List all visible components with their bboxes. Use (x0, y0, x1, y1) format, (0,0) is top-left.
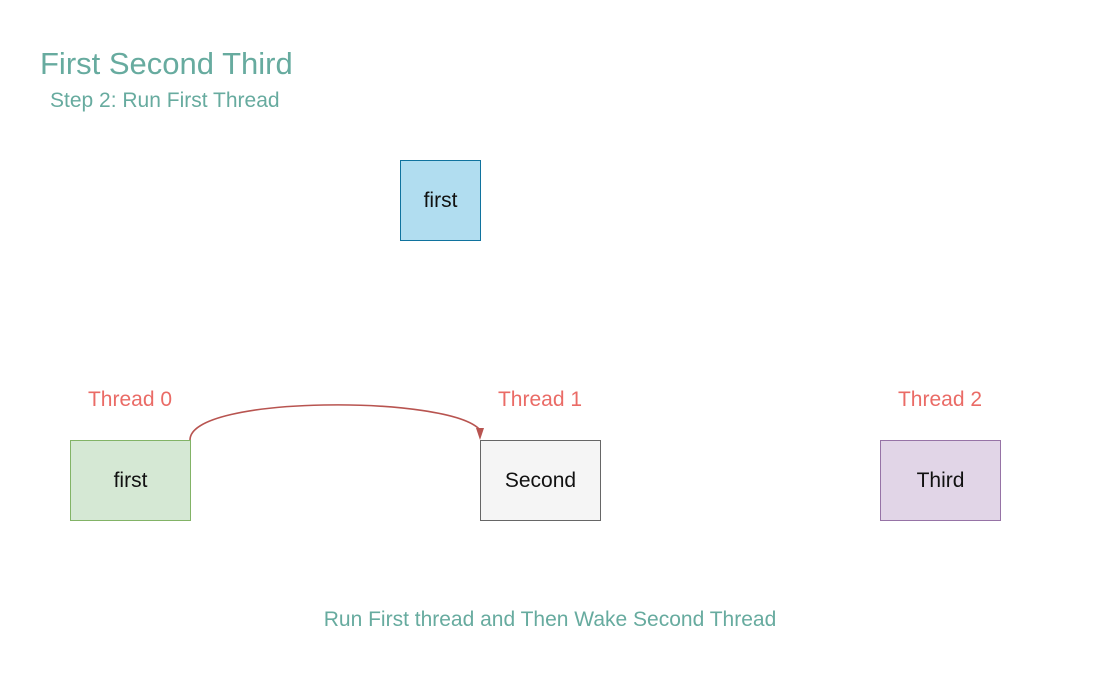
thread-1-label: Thread 1 (497, 388, 583, 411)
thread-0-label: Thread 0 (87, 388, 173, 411)
thread-0-box-text: first (113, 468, 148, 492)
diagram-title: First Second Third (40, 46, 293, 81)
diagram-step: Step 2: Run First Thread (50, 89, 280, 112)
thread-1-box-text: Second (504, 468, 577, 492)
step-caption: Run First thread and Then Wake Second Th… (323, 608, 777, 631)
thread-0-box: first (70, 440, 191, 521)
thread-2-box: Third (880, 440, 1001, 521)
thread-2-label: Thread 2 (897, 388, 983, 411)
wake-arrow-line (189, 404, 481, 441)
wake-arrow-head (476, 428, 484, 440)
current-token-box: first (400, 160, 481, 241)
thread-2-box-text: Third (916, 468, 965, 492)
thread-1-box: Second (480, 440, 601, 521)
current-token-label: first (423, 188, 458, 212)
